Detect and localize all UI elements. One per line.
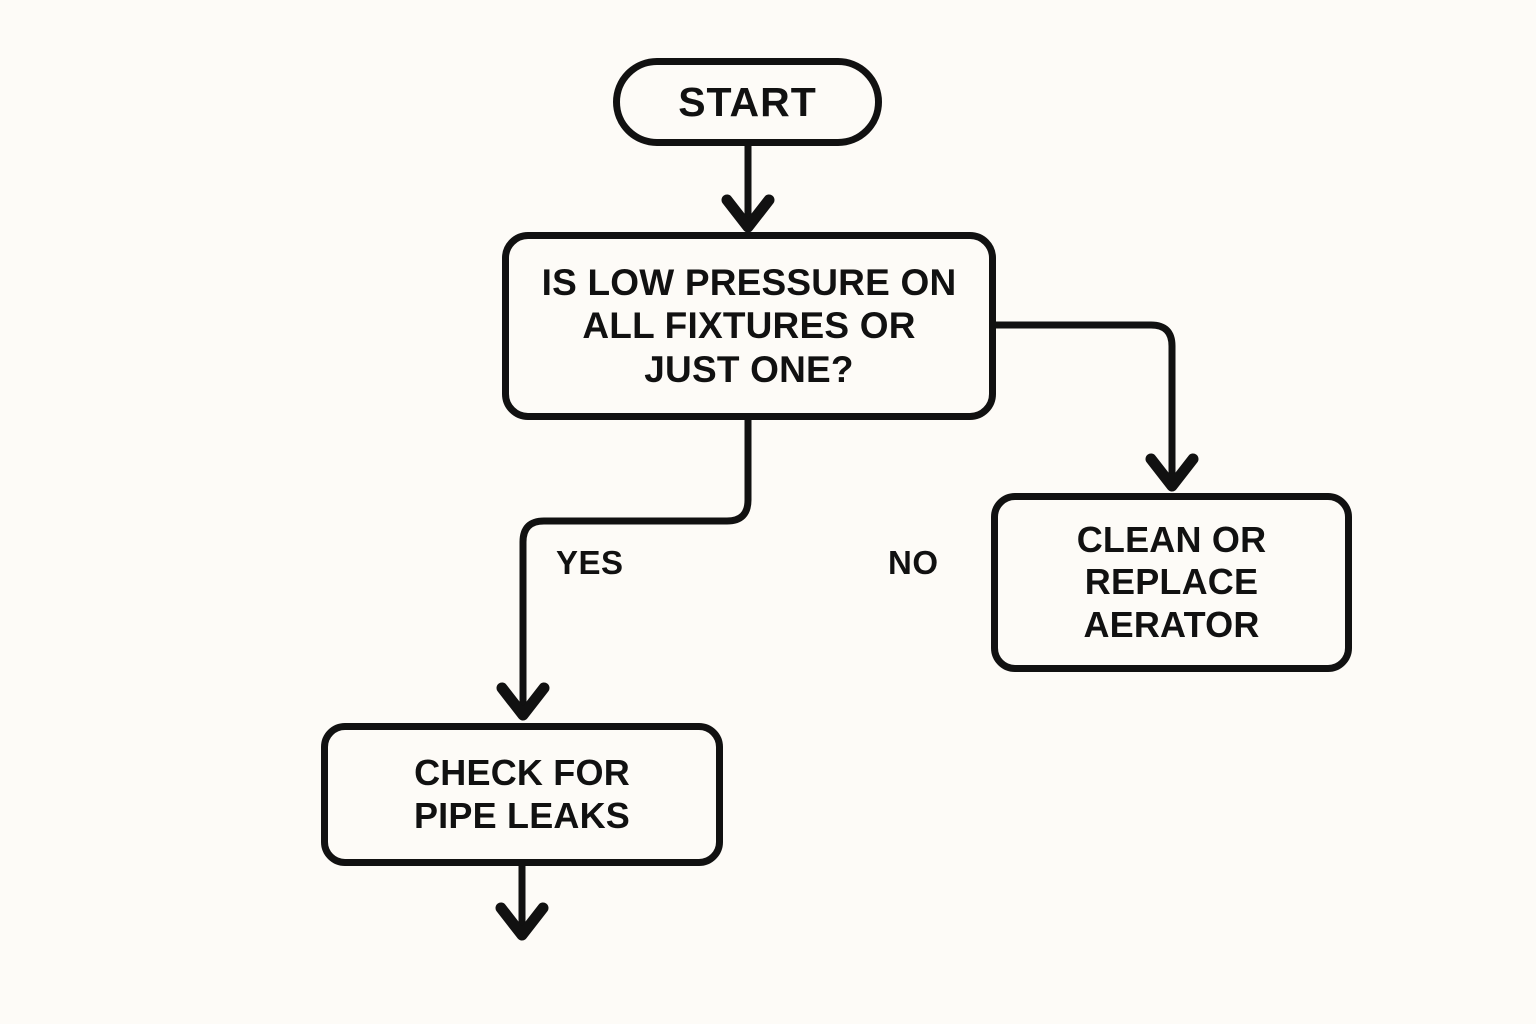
node-decision-pressure-scope[interactable]: IS LOW PRESSURE ON ALL FIXTURES OR JUST … (502, 232, 996, 420)
edge-label-no: NO (888, 544, 939, 581)
node-clean-or-replace-aerator[interactable]: CLEAN OR REPLACE AERATOR (991, 493, 1352, 672)
node-check-for-pipe-leaks[interactable]: CHECK FOR PIPE LEAKS (321, 723, 723, 866)
edge-leaks-to-next (495, 866, 549, 941)
edge-decision-to-aerator-line (996, 321, 1176, 487)
edge-start-to-decision (721, 146, 775, 233)
edge-decision-to-leaks (496, 420, 752, 721)
edge-decision-to-leaks-arrowhead (496, 682, 550, 721)
edge-decision-to-aerator (996, 321, 1199, 492)
node-start[interactable]: START (613, 58, 882, 146)
edge-decision-to-leaks-line (519, 420, 752, 716)
edge-label-yes: YES (556, 544, 624, 581)
edge-start-to-decision-arrowhead (721, 194, 775, 233)
edge-leaks-to-next-arrowhead (495, 902, 549, 941)
edge-decision-to-aerator-arrowhead (1145, 453, 1199, 492)
